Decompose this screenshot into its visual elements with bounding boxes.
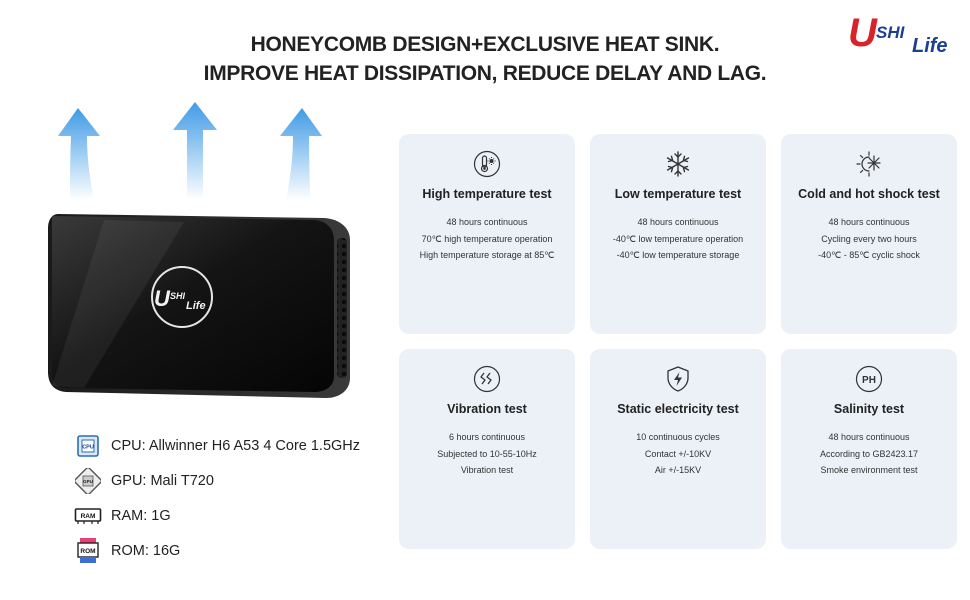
test-card-details: 48 hours continuous 70℃ high temperature… [399,214,575,264]
test-card-low-temperature: Low temperature test 48 hours continuous… [590,134,766,334]
test-card-line: Subjected to 10-55-10Hz [437,448,537,459]
svg-text:PH: PH [862,375,876,386]
test-card-line: -40℃ low temperature operation [612,233,744,244]
test-card-line: -40℃ low temperature storage [616,250,740,260]
heat-arrow-icon [58,108,100,200]
brand-logo: U SHI Life [848,11,948,56]
spec-rom: ROM ROM: 16G [74,533,360,568]
sun-snow-icon [856,151,881,177]
svg-text:CPU: CPU [82,444,94,450]
spec-list: CPU CPU: Allwinner H6 A53 4 Core 1.5GHz … [74,428,360,568]
heat-arrow-icon [173,102,217,200]
test-card-grid: High temperature test 48 hours continuou… [399,134,957,550]
gpu-icon: GPU [74,467,102,495]
svg-text:RAM: RAM [81,513,96,520]
test-card-line: Vibration test [460,465,514,475]
test-card-line: 10 continuous cycles [636,432,720,442]
spec-gpu-text: GPU: Mali T720 [111,472,214,489]
test-card-title: Static electricity test [617,402,739,416]
test-card-line: Smoke environment test [820,465,918,475]
test-card-title: Cold and hot shock test [798,187,940,201]
test-card-details: 48 hours continuous Cycling every two ho… [781,214,957,264]
test-card-title: Low temperature test [614,187,742,201]
test-card-line: Contact +/-10KV [644,448,712,459]
ph-icon: PH [855,365,883,393]
svg-text:ROM: ROM [80,548,95,555]
test-card-line: Air +/-15KV [654,465,702,475]
test-card-title: Salinity test [833,402,905,416]
test-card-line: High temperature storage at 85℃ [419,250,555,260]
test-card-line: 70℃ high temperature operation [421,233,553,244]
logo-sh: SHI [876,23,906,42]
test-card-line: Cycling every two hours [821,233,917,244]
device-logo-sh: SHI [170,291,186,301]
svg-text:GPU: GPU [83,479,93,484]
headline-line-2: IMPROVE HEAT DISSIPATION, REDUCE DELAY A… [203,62,767,85]
spec-ram: RAM RAM: 1G [74,498,360,533]
device-logo-life: Life [186,300,206,312]
vibration-icon [473,365,501,393]
rom-icon: ROM [74,537,102,565]
logo-life: Life [912,35,948,56]
cpu-icon: CPU [74,432,102,460]
logo-letter: U [848,11,878,55]
test-card-title: Vibration test [447,402,527,416]
test-card-line: 48 hours continuous [637,217,719,227]
headline-line-1: HONEYCOMB DESIGN+EXCLUSIVE HEAT SINK. [250,33,720,56]
test-card-vibration: Vibration test 6 hours continuous Subjec… [399,349,575,549]
headline: HONEYCOMB DESIGN+EXCLUSIVE HEAT SINK. IM… [0,30,970,88]
test-card-details: 48 hours continuous -40℃ low temperature… [590,214,766,264]
tv-box-device: U SHI Life [48,214,350,398]
lightning-shield-icon [667,366,689,392]
test-card-cold-hot-shock: Cold and hot shock test 48 hours continu… [781,134,957,334]
test-card-details: 48 hours continuous According to GB2423.… [781,429,957,479]
test-card-line: According to GB2423.17 [819,448,919,459]
test-card-details: 10 continuous cycles Contact +/-10KV Air… [590,429,766,479]
spec-gpu: GPU GPU: Mali T720 [74,463,360,498]
test-card-salinity: PH Salinity test 48 hours continuous Acc… [781,349,957,549]
test-card-details: 6 hours continuous Subjected to 10-55-10… [399,429,575,479]
test-card-static-electricity: Static electricity test 10 continuous cy… [590,349,766,549]
thermometer-sun-icon [473,150,501,178]
test-card-line: 6 hours continuous [448,432,526,442]
spec-cpu-text: CPU: Allwinner H6 A53 4 Core 1.5GHz [111,437,361,454]
spec-cpu: CPU CPU: Allwinner H6 A53 4 Core 1.5GHz [74,428,360,463]
test-card-line: 48 hours continuous [446,217,528,227]
test-card-line: 48 hours continuous [828,217,910,227]
ram-icon: RAM [74,502,102,530]
spec-rom-text: ROM: 16G [111,542,181,559]
test-card-line: 48 hours continuous [828,432,910,442]
test-card-line: -40℃ - 85℃ cyclic shock [818,250,920,260]
device-logo-u: U [154,286,171,311]
spec-ram-text: RAM: 1G [111,507,171,524]
test-card-high-temperature: High temperature test 48 hours continuou… [399,134,575,334]
heat-arrow-icon [280,108,322,200]
test-card-title: High temperature test [422,187,552,201]
snowflake-icon [666,151,690,177]
